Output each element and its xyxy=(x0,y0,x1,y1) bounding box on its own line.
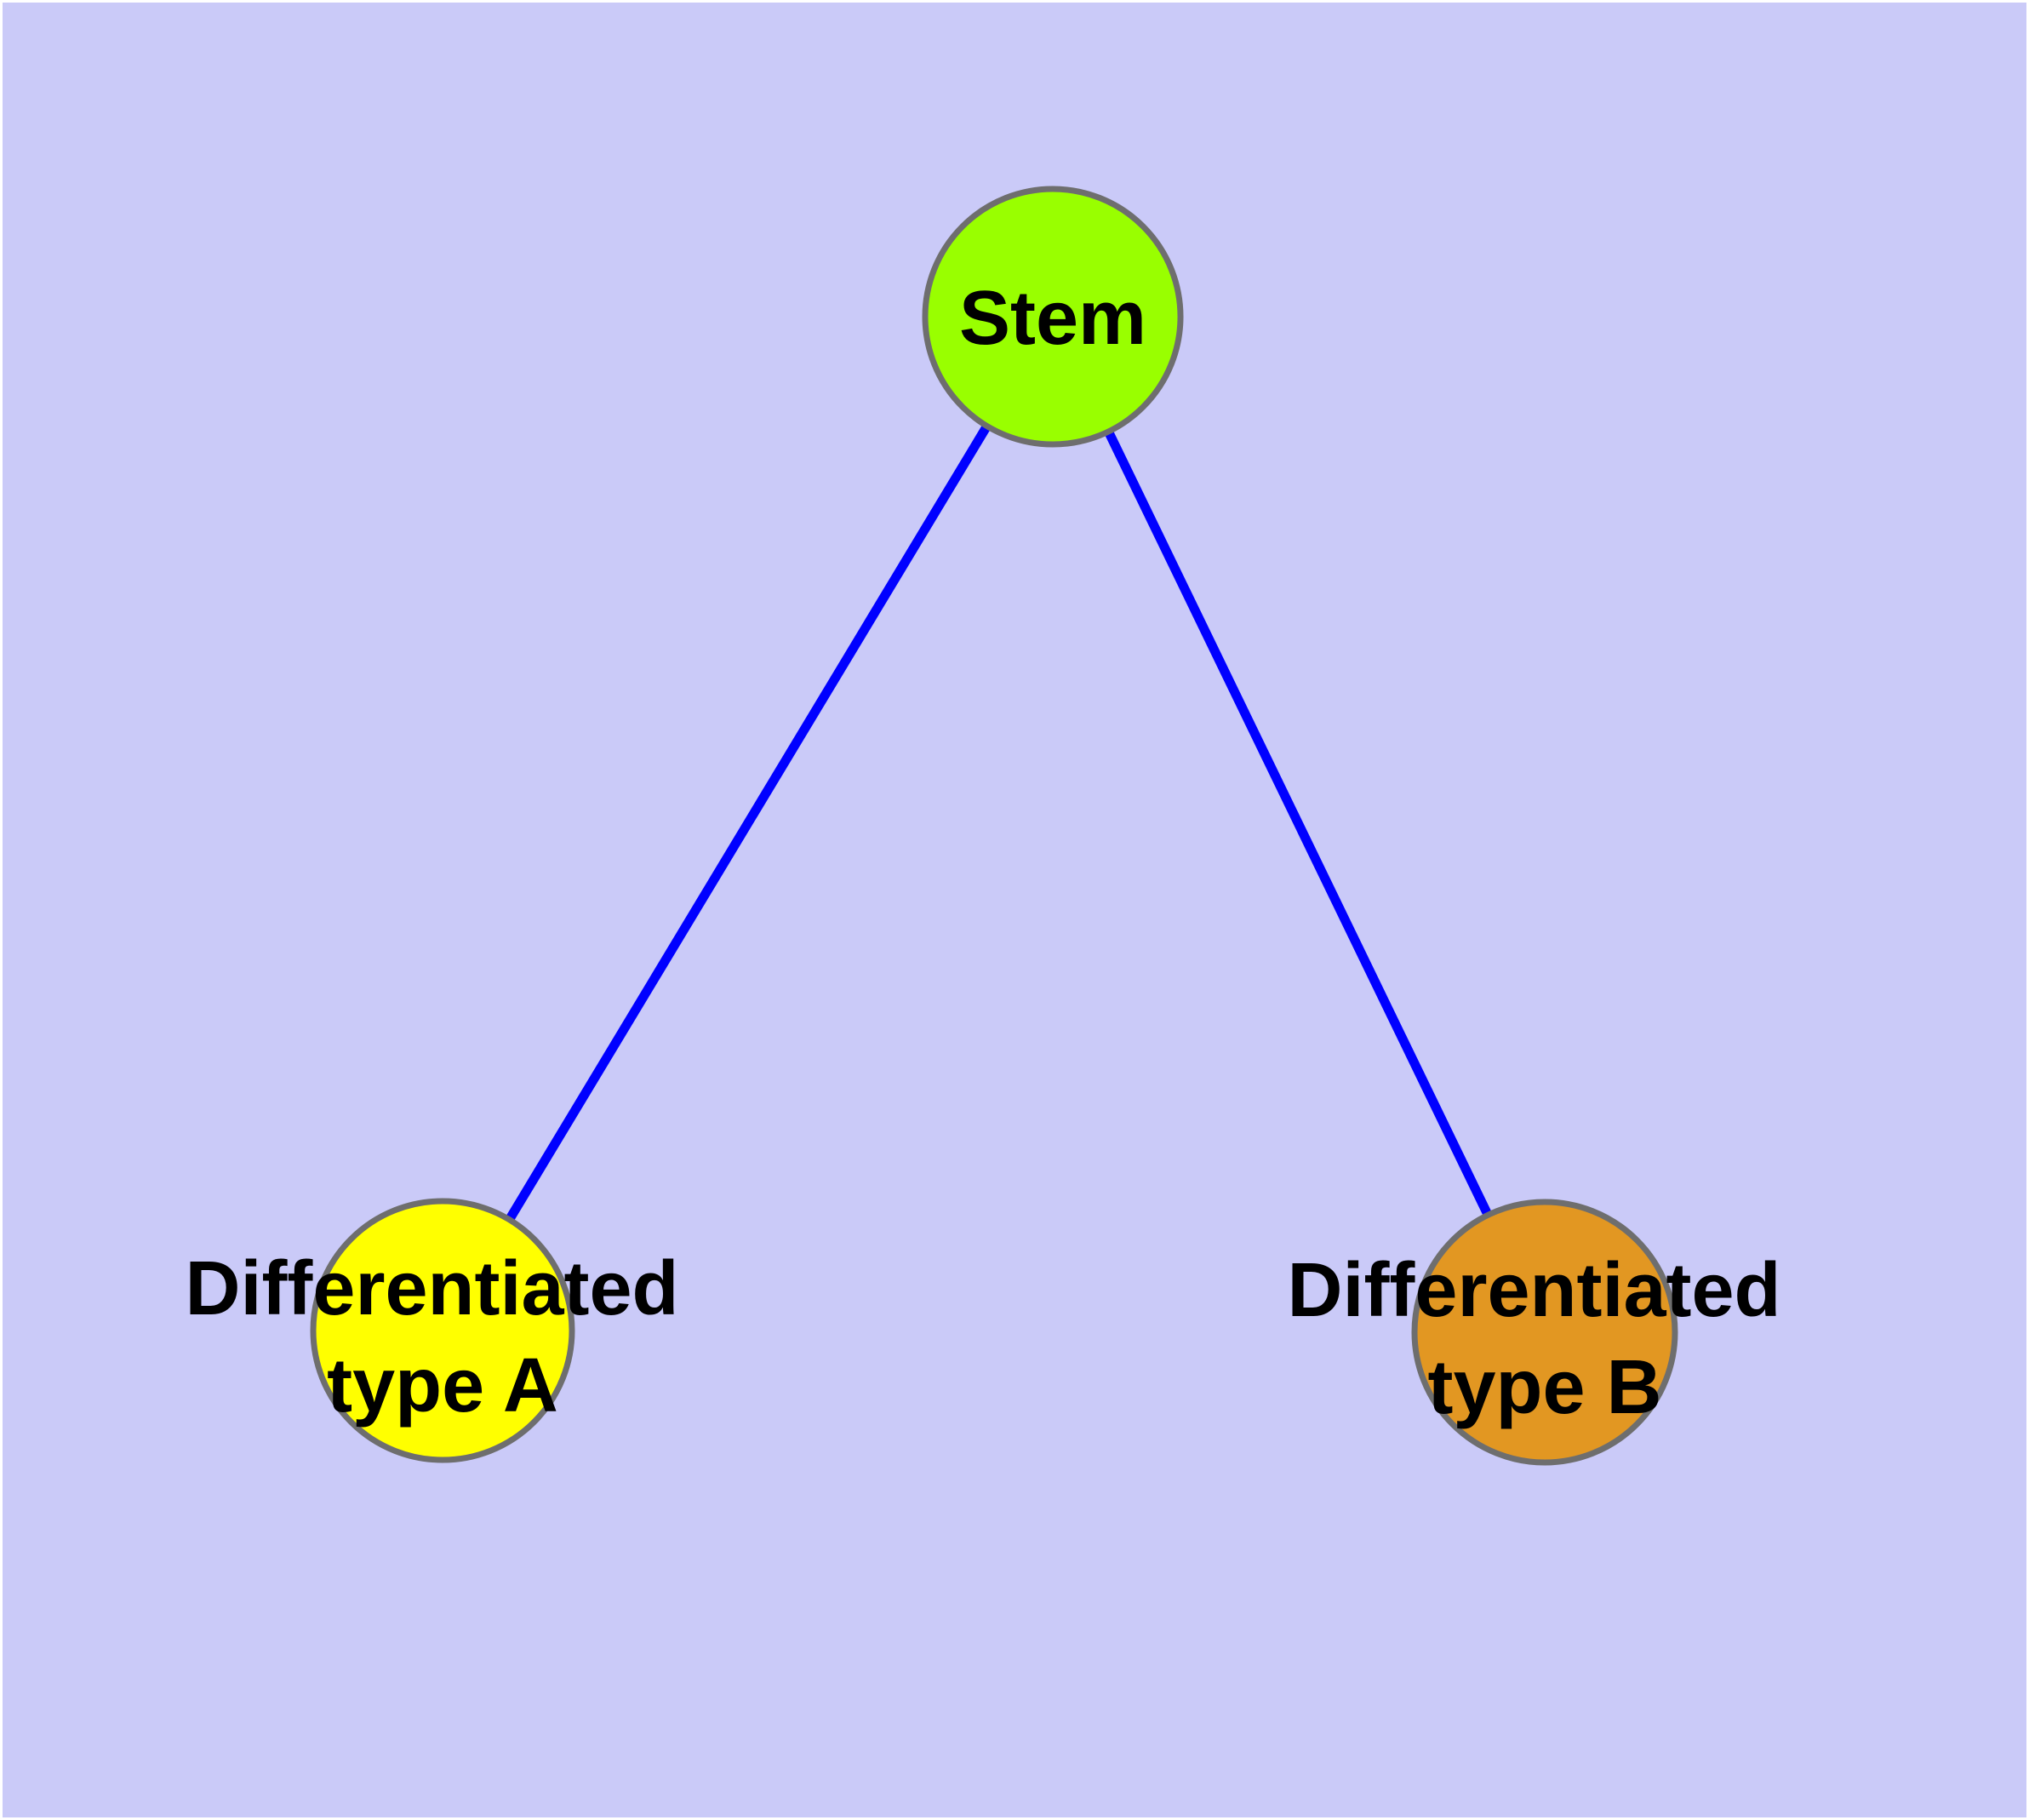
edge-stem-to-type-b xyxy=(1049,314,1549,1335)
edge-stem-to-type-a xyxy=(438,314,1057,1333)
node-stem-label: Stem xyxy=(959,276,1146,361)
node-differentiated-type-b xyxy=(1411,1199,1678,1466)
node-type-a-label-line2: type A xyxy=(327,1343,558,1428)
node-type-b-label-line2: type B xyxy=(1427,1345,1661,1430)
node-type-b-label-line1: Differentiated xyxy=(1287,1248,1780,1333)
node-type-b-label: Differentiated type B xyxy=(1287,1248,1802,1430)
node-type-a-label: Differentiated type A xyxy=(185,1246,700,1428)
node-stem xyxy=(922,186,1184,448)
node-differentiated-type-a xyxy=(310,1198,575,1463)
node-type-a-label-line1: Differentiated xyxy=(185,1246,678,1331)
